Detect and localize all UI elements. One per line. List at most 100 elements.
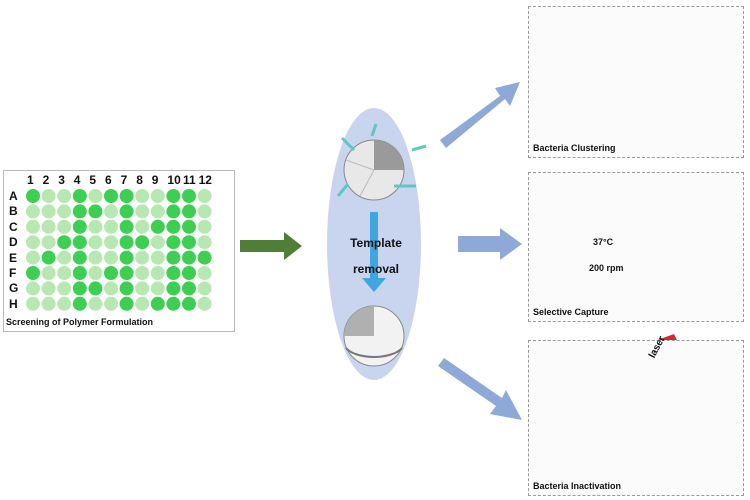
- well-B10: [166, 204, 181, 219]
- well-B4: [72, 204, 87, 219]
- porous-particle: [343, 305, 405, 367]
- row-label-F: F: [9, 266, 17, 280]
- well-H2: [41, 296, 56, 311]
- well-A6: [104, 189, 118, 203]
- column-label-4: 4: [73, 173, 81, 187]
- well-G11: [182, 281, 196, 296]
- well-A12: [197, 189, 212, 203]
- well-F12: [197, 266, 212, 280]
- well-B6: [104, 204, 118, 219]
- column-label-10: 10: [167, 173, 181, 187]
- well-F10: [166, 266, 181, 280]
- well-H11: [182, 296, 196, 311]
- well-E12: [197, 250, 212, 265]
- well-E4: [72, 250, 87, 265]
- column-label-8: 8: [136, 173, 143, 187]
- well-B7: [119, 204, 134, 219]
- well-D9: [150, 235, 165, 250]
- well-C8: [135, 219, 150, 234]
- well-D4: [72, 235, 87, 250]
- well-C5: [88, 219, 103, 234]
- well-A3: [57, 189, 72, 203]
- column-label-3: 3: [58, 173, 65, 187]
- well-H6: [104, 296, 118, 311]
- row-label-A: A: [9, 189, 18, 203]
- well-H3: [57, 296, 72, 311]
- panel-selective-capture: Selective Capture 37°C 200 rpm: [528, 172, 744, 322]
- row-label-G: G: [9, 281, 19, 296]
- well-G5: [88, 281, 103, 296]
- well-E10: [166, 250, 181, 265]
- well-F8: [135, 266, 150, 280]
- column-label-6: 6: [105, 173, 112, 187]
- well-G10: [166, 281, 181, 296]
- well-D8: [135, 235, 150, 250]
- well-H1: [26, 296, 40, 311]
- well-F4: [72, 266, 87, 280]
- well-H5: [88, 296, 103, 311]
- well-E3: [57, 250, 72, 265]
- well-F2: [41, 266, 56, 280]
- well-H7: [119, 296, 134, 311]
- well-E7: [119, 250, 134, 265]
- well-F5: [88, 266, 103, 280]
- panel-bacteria-inactivation: Bacteria Inactivation laser: [528, 334, 744, 496]
- well-B3: [57, 204, 72, 219]
- row-label-D: D: [9, 235, 18, 250]
- well-B8: [135, 204, 150, 219]
- well-D6: [104, 235, 118, 250]
- well-G6: [104, 281, 118, 296]
- well-E11: [182, 250, 196, 265]
- well-D11: [182, 235, 196, 250]
- well-grid: [26, 189, 212, 311]
- well-H4: [72, 296, 87, 311]
- well-G3: [57, 281, 72, 296]
- column-label-1: 1: [27, 173, 34, 187]
- well-D12: [197, 235, 212, 250]
- well-plate-frame: [3, 170, 235, 332]
- column-label-2: 2: [42, 173, 50, 187]
- well-G1: [26, 281, 40, 296]
- well-E6: [104, 250, 118, 265]
- well-D5: [88, 235, 103, 250]
- well-F11: [182, 266, 196, 280]
- step-label-line1: Template: [350, 236, 402, 250]
- well-C2: [41, 219, 56, 234]
- panel-label-capture: Selective Capture: [533, 307, 609, 317]
- well-C12: [197, 219, 212, 234]
- row-label-H: H: [9, 296, 18, 311]
- well-C6: [104, 219, 118, 234]
- temperature-label: 37°C: [593, 237, 614, 247]
- well-H10: [166, 296, 181, 311]
- well-H8: [135, 296, 150, 311]
- well-F6: [104, 266, 118, 280]
- speed-label: 200 rpm: [589, 263, 624, 273]
- well-B2: [41, 204, 56, 219]
- well-E2: [41, 250, 56, 265]
- well-D2: [41, 235, 56, 250]
- well-E1: [26, 250, 40, 265]
- well-D7: [119, 235, 134, 250]
- well-B5: [88, 204, 103, 219]
- well-C1: [26, 219, 40, 234]
- well-A10: [166, 189, 181, 203]
- well-B1: [26, 204, 40, 219]
- well-E5: [88, 250, 103, 265]
- panel-label-clustering: Bacteria Clustering: [533, 143, 616, 153]
- well-C10: [166, 219, 181, 234]
- well-C3: [57, 219, 72, 234]
- row-label-B: B: [9, 204, 18, 219]
- well-G12: [197, 281, 212, 296]
- well-F9: [150, 266, 165, 280]
- well-A4: [72, 189, 87, 203]
- green-arrow: [240, 232, 302, 260]
- well-A5: [88, 189, 103, 203]
- column-label-7: 7: [120, 173, 128, 187]
- row-label-E: E: [9, 250, 18, 265]
- well-A1: [26, 189, 40, 203]
- well-C4: [72, 219, 87, 234]
- well-C9: [150, 219, 165, 234]
- well-G8: [135, 281, 150, 296]
- well-C11: [182, 219, 196, 234]
- well-E9: [150, 250, 165, 265]
